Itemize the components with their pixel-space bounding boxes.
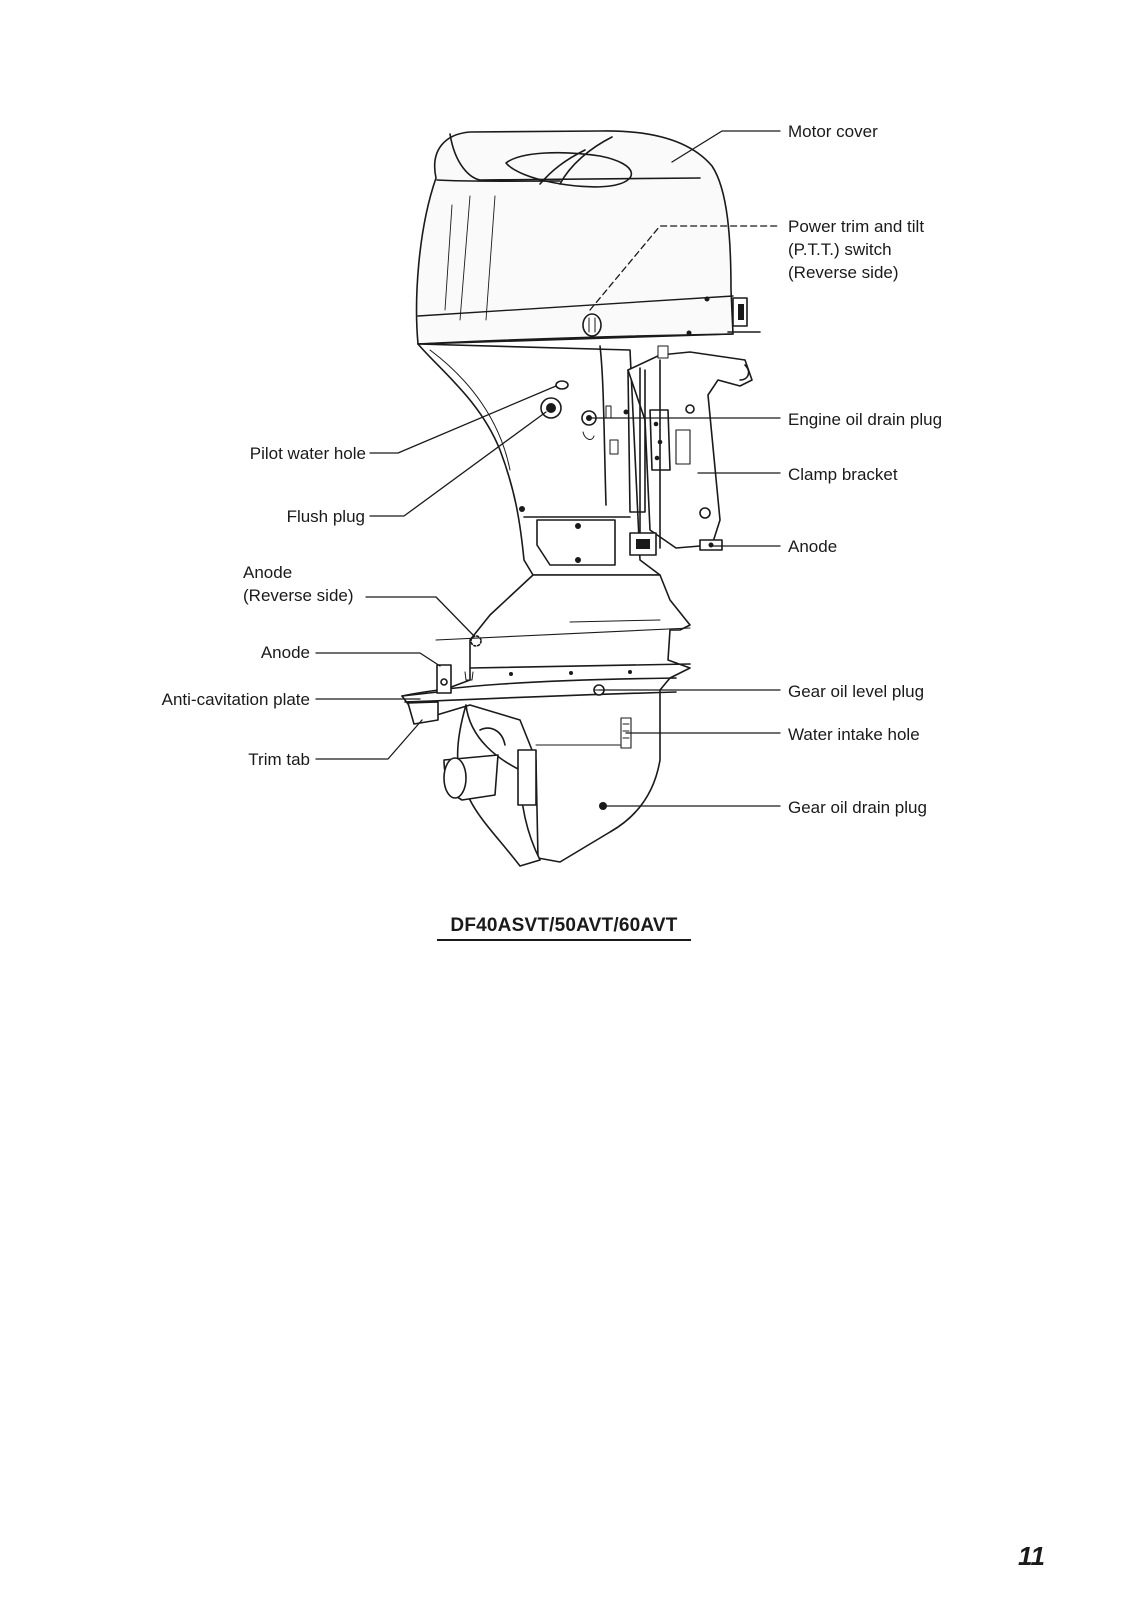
label-engine-oil-drain-plug: Engine oil drain plug — [788, 410, 943, 429]
propeller-illustration — [443, 704, 541, 867]
label-clamp-bracket: Clamp bracket — [788, 465, 898, 484]
label-gear-oil-level-plug: Gear oil level plug — [788, 682, 925, 701]
label-anode-cavitation: Anode — [260, 643, 310, 662]
label-ptt-switch: Power trim and tilt (P.T.T.) switch (Rev… — [788, 215, 924, 284]
label-pilot-water-hole: Pilot water hole — [249, 444, 366, 463]
label-anode-reverse-line-1: Anode — [243, 563, 293, 582]
leader-lines — [315, 130, 781, 807]
gearcase-illustration — [401, 574, 691, 863]
label-flush-plug: Flush plug — [286, 507, 365, 526]
label-anode-bracket: Anode — [788, 537, 838, 556]
label-anode-reverse-line-2: (Reverse side) — [243, 586, 354, 605]
label-ptt-switch-line-2: (P.T.T.) switch — [788, 240, 892, 259]
label-anti-cavitation-plate: Anti-cavitation plate — [161, 690, 310, 709]
diagram-caption: DF40ASVT/50AVT/60AVT — [437, 914, 691, 941]
label-motor-cover: Motor cover — [788, 122, 878, 141]
label-ptt-switch-line-3: (Reverse side) — [788, 263, 899, 282]
motor-cover-illustration — [415, 130, 761, 345]
page-number: 11 — [1018, 1541, 1045, 1571]
label-anode-reverse: Anode (Reverse side) — [243, 561, 354, 607]
label-trim-tab: Trim tab — [248, 750, 310, 769]
label-ptt-switch-line-1: Power trim and tilt — [788, 217, 925, 236]
label-gear-oil-drain-plug: Gear oil drain plug — [788, 798, 927, 817]
midsection-illustration — [417, 343, 661, 576]
label-water-intake-hole: Water intake hole — [788, 725, 920, 744]
clamp-bracket-illustration — [627, 345, 753, 556]
